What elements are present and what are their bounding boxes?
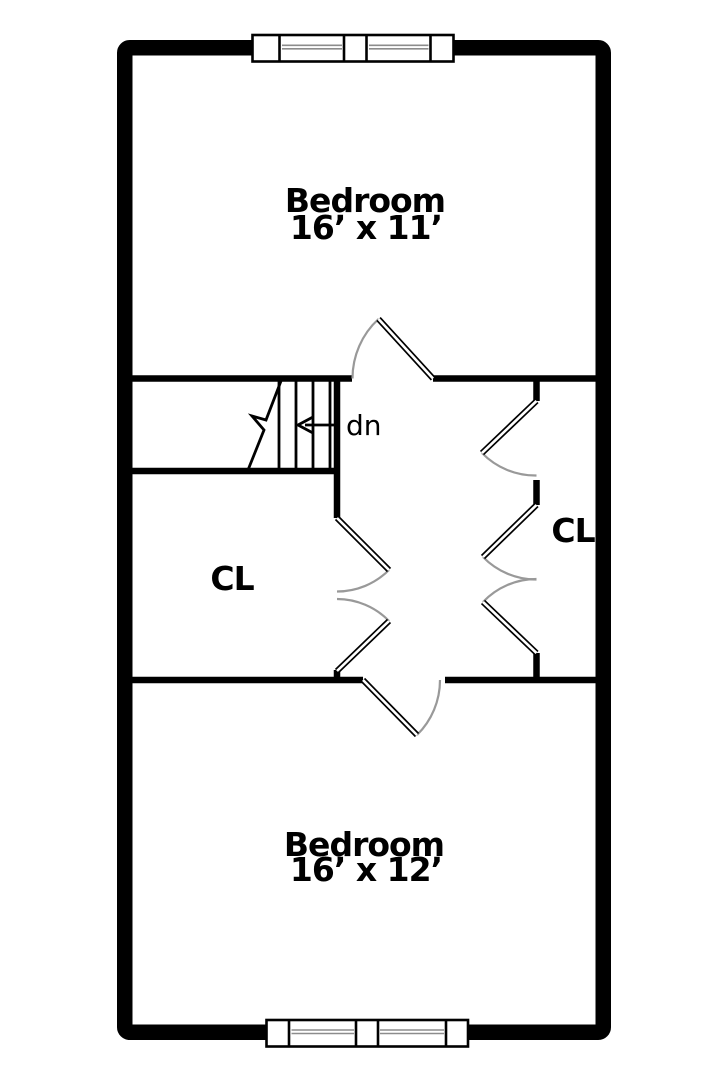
door-leaf-closet-left-lower xyxy=(334,618,392,674)
door-arc-closet-left-upper xyxy=(336,569,390,593)
interior-walls xyxy=(130,375,598,684)
door-arc-top-bedroom xyxy=(351,318,380,379)
door-leaf-bottom-bedroom xyxy=(360,677,420,738)
bedroom-bottom-size: 16’ x 12’ xyxy=(290,850,442,889)
door-arc-closet-right-lower xyxy=(482,577,537,603)
door-arc-bottom-bedroom xyxy=(416,679,442,736)
top-window-glass xyxy=(282,44,429,50)
door-arc-closet-right-upper xyxy=(481,452,537,477)
door-leaf-closet-right-lower xyxy=(480,599,539,656)
labels: Bedroom 16’ x 11’ Bedroom 16’ x 12’ CL C… xyxy=(210,181,596,889)
stair-arrow-head xyxy=(295,415,314,435)
bottom-window-glass xyxy=(291,1029,444,1035)
staircase xyxy=(246,380,336,471)
windows xyxy=(251,33,470,1048)
stair-direction-arrow xyxy=(295,415,336,435)
door-leaf-closet-right-mid xyxy=(480,502,539,560)
bottom-window xyxy=(265,1018,470,1048)
top-window xyxy=(251,33,455,63)
door-leaf-top-bedroom xyxy=(376,316,436,381)
door-leaves xyxy=(334,316,539,738)
stairs-down-label: dn xyxy=(346,409,382,442)
door-leaf-closet-left-upper xyxy=(334,515,392,573)
closet-right-label: CL xyxy=(551,511,595,550)
door-leaf-closet-right-upper xyxy=(479,398,539,456)
door-arc-closet-left-lower xyxy=(336,597,390,622)
bottom-window-frame xyxy=(265,1018,470,1048)
closet-left-label: CL xyxy=(210,559,254,598)
bedroom-bottom-label: Bedroom xyxy=(284,825,444,864)
door-swing-arcs xyxy=(336,318,537,736)
bedroom-top-size: 16’ x 11’ xyxy=(290,208,442,247)
bedroom-top-label: Bedroom xyxy=(285,181,445,220)
stair-break-line xyxy=(246,380,283,471)
